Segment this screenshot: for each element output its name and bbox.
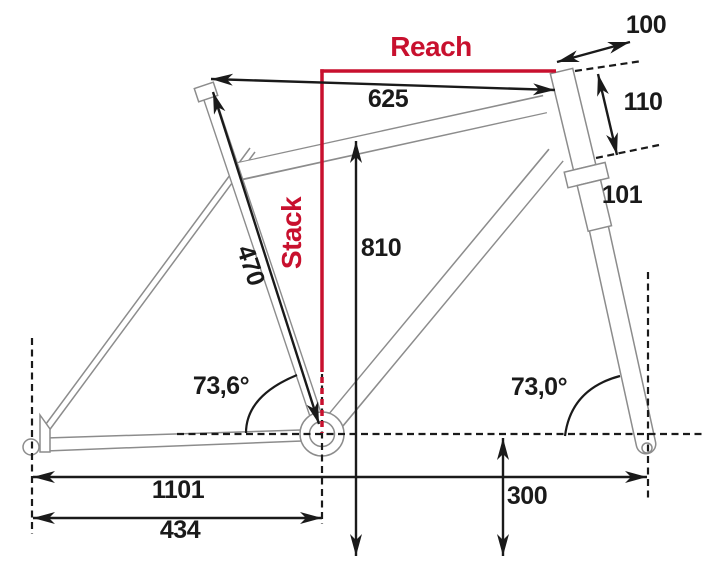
wheelbase-value: 1101 [152,476,205,504]
head-angle-value: 73,0° [511,373,567,401]
dimension-arrows [33,40,647,556]
head-tube-assembly [549,67,613,233]
seat-angle-value: 73,6° [193,372,249,400]
steerer-tube [576,179,613,233]
stack-height-value: 810 [361,234,401,262]
dim-stem-100 [556,40,631,64]
axle-height-value: 300 [507,482,547,510]
construction-lines [30,59,704,534]
chainstay-edge-upper [45,429,302,439]
head-tube-bottom-dashed-line [595,143,660,160]
rear-dropout [39,412,51,453]
head-tube-top-dashed-line [574,59,643,73]
labels: Reach Stack 625 100 110 101 470 810 73,6… [152,11,667,544]
head-tube-value: 110 [624,88,663,116]
head-lower-value: 101 [602,181,643,209]
top-tube-value: 625 [368,85,409,113]
fork-leg-fill [590,220,655,453]
reach-stack-bracket [320,69,556,433]
stem-value: 100 [626,11,666,39]
reach-label: Reach [390,31,472,62]
dim-top-tube-625 [210,73,556,96]
top-tube-fill [228,96,548,181]
dim-head-tube-110 [596,73,619,156]
chainstay-value: 434 [160,516,201,544]
down-tube-fill [323,148,564,433]
seat-angle-arc [244,373,298,434]
head-angle-arc [563,374,621,437]
chainstay-edge-lower [45,440,303,452]
stack-label: Stack [276,196,307,269]
dim-seat-tube-470 [211,91,321,425]
